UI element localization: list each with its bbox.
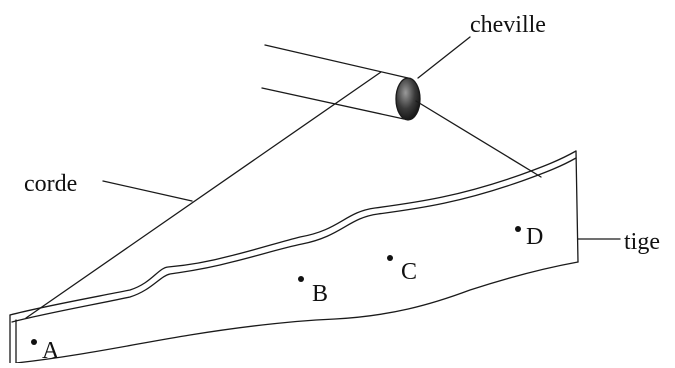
rod-label: tige	[624, 229, 660, 255]
rod-top-edge-outer	[9, 150, 577, 316]
point-c: C	[387, 255, 417, 285]
rod-right-edge	[575, 150, 579, 263]
point-c-dot	[387, 255, 393, 261]
string-left-segment	[25, 71, 382, 319]
peg-label: cheville	[470, 12, 546, 38]
point-b-dot	[298, 276, 304, 282]
point-b: B	[298, 276, 328, 307]
point-d: D	[515, 224, 543, 250]
peg-leader-line	[417, 36, 471, 79]
string-right-segment	[415, 100, 542, 178]
peg-end-cap	[395, 77, 421, 121]
peg-top-edge	[264, 44, 409, 79]
point-b-label: B	[312, 281, 328, 307]
point-d-dot	[515, 226, 521, 232]
point-a-label: A	[42, 338, 60, 363]
point-a: A	[31, 338, 60, 364]
point-d-label: D	[526, 224, 543, 250]
point-a-dot	[31, 339, 37, 345]
peg-cylinder	[261, 44, 421, 121]
string-leader-line	[102, 180, 193, 202]
string	[25, 71, 542, 319]
peg-bottom-edge	[261, 87, 405, 120]
string-label: corde	[24, 171, 77, 197]
point-c-label: C	[401, 259, 417, 285]
rod-bottom-edge	[15, 261, 579, 364]
rod-top-edge-inner	[11, 157, 577, 323]
rod	[9, 150, 579, 364]
